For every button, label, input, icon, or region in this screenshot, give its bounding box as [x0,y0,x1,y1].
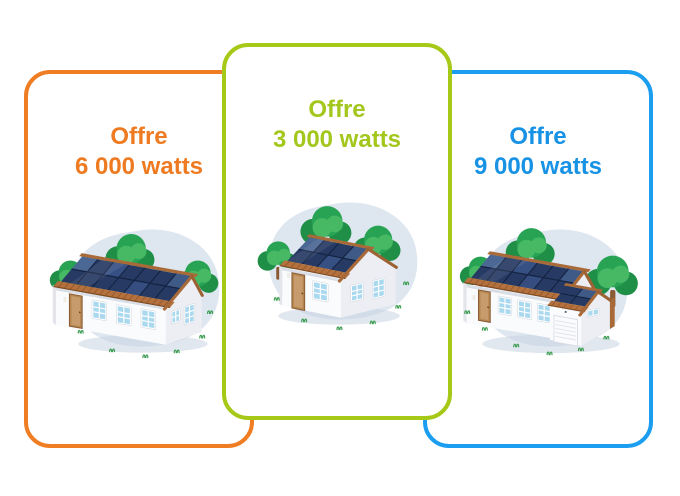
window-icon [116,304,132,326]
tree-icon [300,206,352,256]
grass-tufts [464,310,610,356]
window-icon [587,307,600,318]
offer-title-line2: 3 000 watts [272,126,402,153]
window-icon [350,282,364,303]
offer-title-line1: Offre [308,96,366,123]
offer-card-3000-watts[interactable]: Offre 3 000 watts [222,43,452,420]
window-icon [537,303,552,324]
window-icon [183,303,196,326]
offer-title-line1: Offre [509,123,567,150]
offer-title-3000: Offre 3 000 watts [273,95,401,155]
window-icon [140,308,156,330]
house-with-solar-panels-9000-icon [459,228,638,356]
offer-card-9000-watts[interactable]: Offre 9 000 watts [423,70,653,448]
grass-tufts [77,310,214,359]
door-icon [291,272,306,312]
window-icon [312,280,329,303]
door-icon [477,289,491,323]
house-with-solar-panels-3000-icon [257,202,418,331]
offer-title-9000: Offre 9 000 watts [474,122,602,182]
window-icon [91,299,107,322]
offer-title-line2: 6 000 watts [74,153,204,180]
intercom [287,272,290,279]
offer-title-6000: Offre 6 000 watts [75,122,203,182]
intercom [472,294,476,301]
solar-panels-roof [463,251,591,302]
door-icon [68,293,83,330]
house-with-solar-panels-6000-icon [49,229,220,359]
offer-title-line2: 9 000 watts [473,153,603,180]
window-icon [517,299,532,320]
grass-tufts [273,281,410,331]
solar-panels-roof [52,253,199,309]
window-icon [171,308,181,325]
garage-door-icon [553,314,578,347]
intercom [63,296,67,303]
solar-panels-roof [279,234,375,280]
house-9000 [463,251,615,347]
offer-title-line1: Offre [110,123,168,150]
window-icon [372,277,386,300]
window-icon [497,295,513,316]
house-3000 [279,234,398,318]
house-6000 [52,253,204,345]
offer-card-6000-watts[interactable]: Offre 6 000 watts [24,70,254,448]
